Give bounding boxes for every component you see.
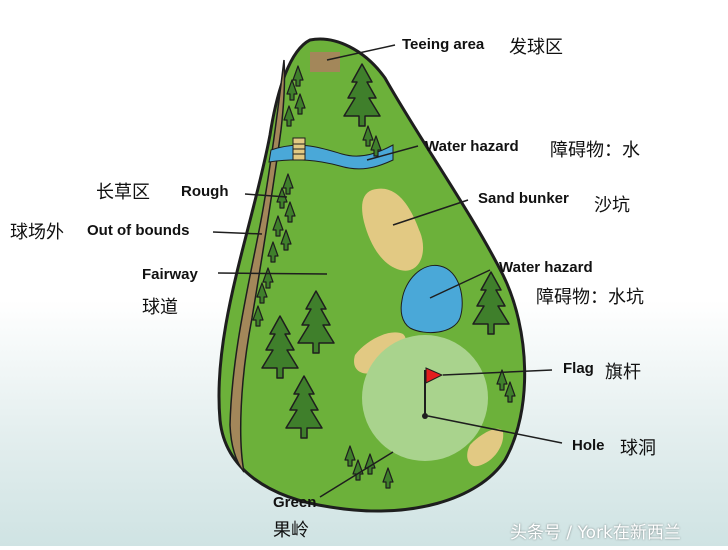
flag-label: Flag <box>563 360 594 377</box>
water-pond <box>400 264 463 334</box>
hole-icon <box>422 413 428 419</box>
sand-bunker-small <box>354 332 406 374</box>
out-of-bounds-label-cn: 球场外 <box>10 222 64 243</box>
rough-label-cn: 长草区 <box>96 182 150 203</box>
flag-label-cn: 旗杆 <box>605 362 641 383</box>
teeing-area-label-cn: 发球区 <box>509 37 563 58</box>
green-label: Green <box>273 494 317 511</box>
water-hazard-pond-label: Water hazard <box>499 259 593 276</box>
teeing-area-label: Teeing area <box>402 36 485 53</box>
fairway-label-cn: 球道 <box>142 297 178 318</box>
hole-label-cn: 球洞 <box>620 438 656 459</box>
green-label-cn: 果岭 <box>273 520 309 541</box>
sand-bunker-large <box>362 188 424 271</box>
fairway-label: Fairway <box>142 266 198 283</box>
flag-icon <box>425 367 444 384</box>
out-of-bounds-label: Out of bounds <box>87 222 190 239</box>
teeing-area <box>310 52 340 72</box>
water-hazard-pond-label-cn: 障碍物：水坑 <box>536 287 644 308</box>
leader-lines <box>212 44 563 498</box>
sand-bunker-label-cn: 沙坑 <box>594 195 630 216</box>
sand-bunker-label: Sand bunker <box>478 190 569 207</box>
watermark: 头条号 / York在新西兰 <box>510 523 681 543</box>
sand-bunker-right <box>467 428 504 467</box>
water-hazard-label: Water hazard <box>425 138 519 155</box>
water-hazard-label-cn: 障碍物：水 <box>550 140 640 161</box>
rough-label: Rough <box>181 183 229 200</box>
hole-label: Hole <box>572 437 605 454</box>
